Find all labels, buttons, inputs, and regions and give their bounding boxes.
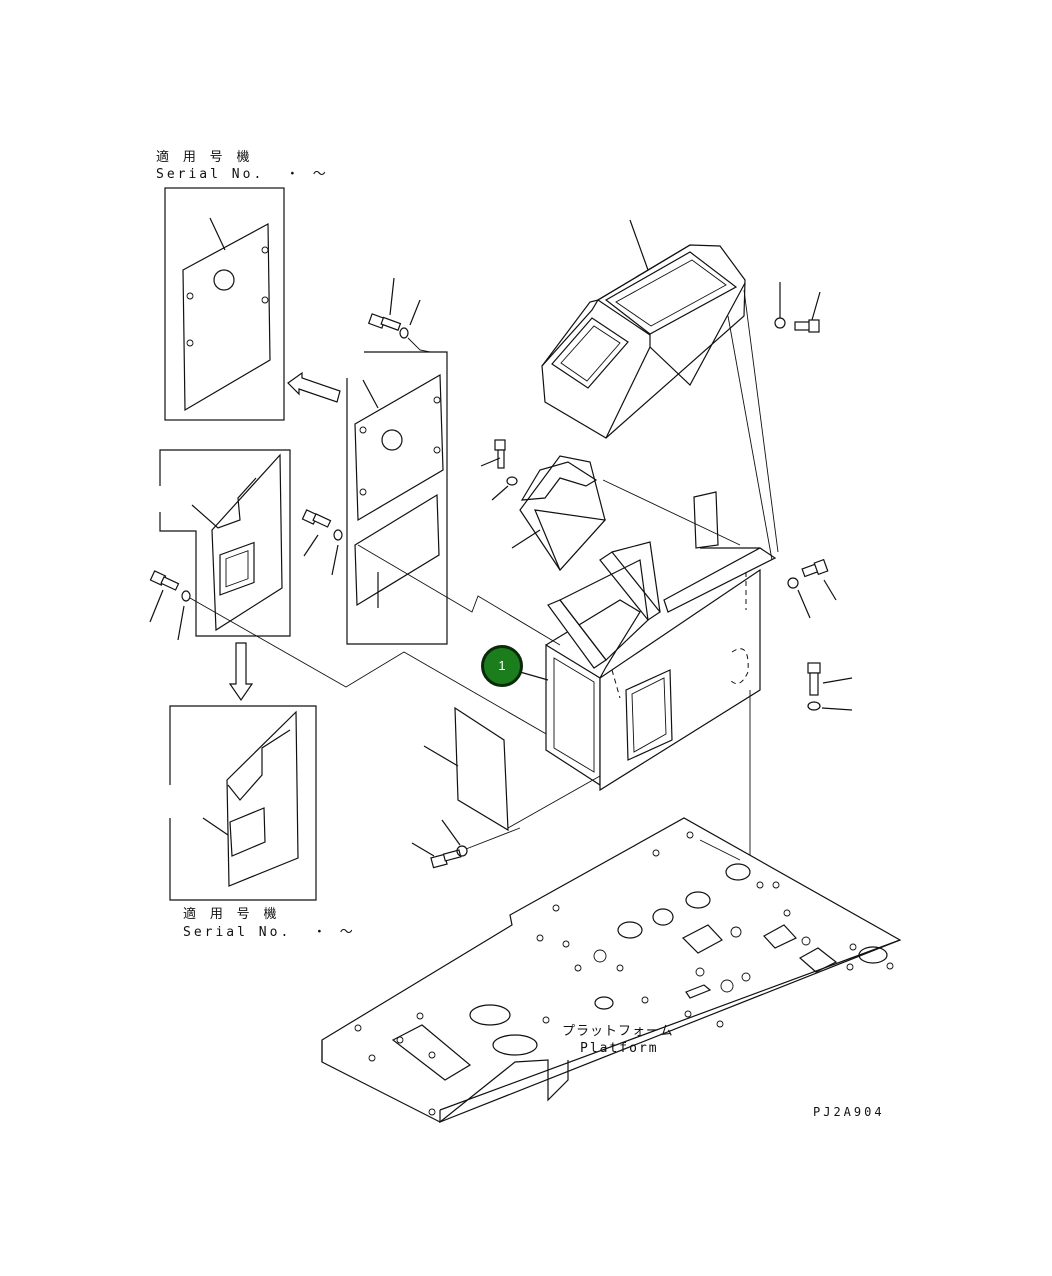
bolt xyxy=(367,313,402,331)
front-cover-plate xyxy=(411,706,601,869)
variant-box-bottom-left xyxy=(169,705,317,901)
console-cover xyxy=(541,219,821,439)
serial-label-top-jp: 適 用 号 機 xyxy=(156,150,253,165)
leader-line-left xyxy=(189,597,549,736)
serial-label-top-en: Serial No. ・ ～ xyxy=(156,167,329,182)
arrow-left xyxy=(287,371,341,403)
leader-line-center xyxy=(357,544,561,646)
platform-label-en: Platform xyxy=(580,1041,659,1056)
bolt-washer-left xyxy=(149,570,191,641)
arrow-down xyxy=(228,642,254,702)
platform-label-jp: プラットフォーム xyxy=(562,1024,674,1039)
part-callout-1[interactable]: 1 xyxy=(481,645,523,687)
panel-group-center-left xyxy=(346,277,448,645)
variant-box-middle-left xyxy=(159,449,291,637)
serial-label-bottom-jp: 適 用 号 機 xyxy=(183,907,280,922)
variant-box-top-left xyxy=(164,187,285,421)
serial-label-bottom-en: Serial No. ・ ～ xyxy=(183,925,356,940)
drawing-code: PJ2A904 xyxy=(813,1105,885,1119)
bolt-washer-middle xyxy=(301,509,343,576)
platform xyxy=(321,817,902,1124)
main-frame xyxy=(519,289,853,872)
lever-bracket xyxy=(480,439,607,572)
